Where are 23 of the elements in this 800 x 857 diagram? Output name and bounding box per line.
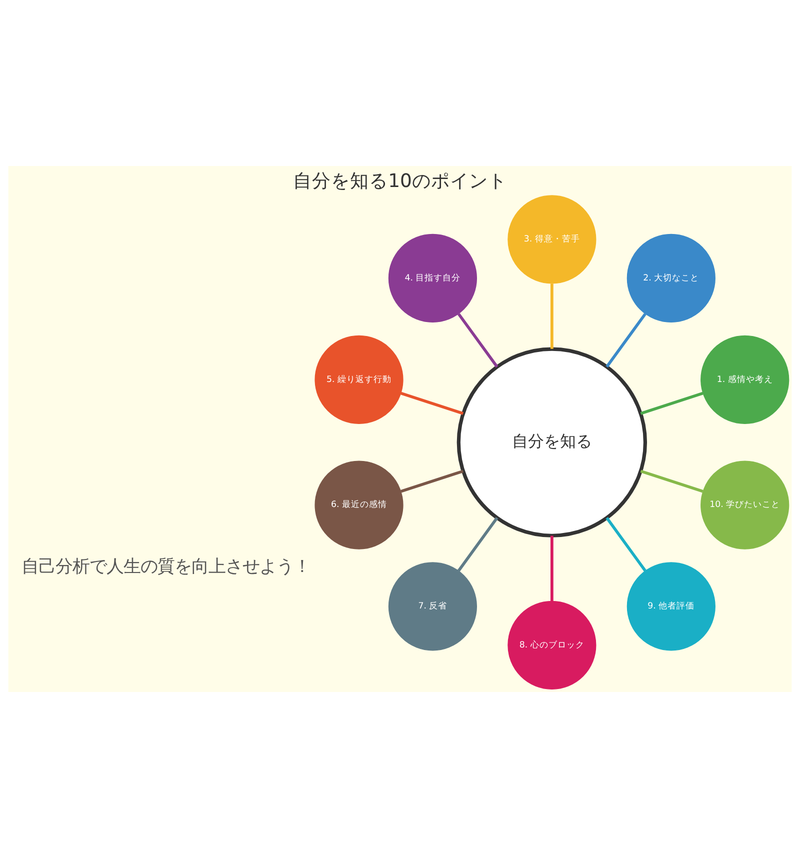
node-circle: 5. 繰り返す行動 <box>314 334 404 424</box>
node-circle: 9. 他者評価 <box>626 562 716 650</box>
connector <box>400 469 464 492</box>
connector <box>550 283 554 348</box>
node-circle: 2. 大切なこと <box>626 233 716 322</box>
connector <box>606 312 646 368</box>
diagram-title: 自分を知る10のポイント <box>293 170 507 192</box>
connector <box>640 469 704 492</box>
connector <box>550 535 554 601</box>
connector <box>457 516 498 572</box>
connector <box>606 516 646 572</box>
node-circle: 6. 最近の感情 <box>314 460 404 549</box>
caption: 自己分析で人生の質を向上させよう！ <box>22 556 311 577</box>
connector <box>457 312 498 368</box>
node-circle: 7. 反省 <box>388 562 477 650</box>
node-circle: 3. 得意・苦手 <box>508 194 596 284</box>
node-circle: 10. 学びたいこと <box>700 460 790 549</box>
node-circle: 4. 目指す自分 <box>388 233 477 322</box>
node-circle: 8. 心のブロック <box>508 600 596 689</box>
node-circle: 1. 感情や考え <box>700 334 790 424</box>
connector <box>640 391 704 414</box>
connector <box>400 391 464 414</box>
node-circle: 自分を知る <box>456 346 648 537</box>
